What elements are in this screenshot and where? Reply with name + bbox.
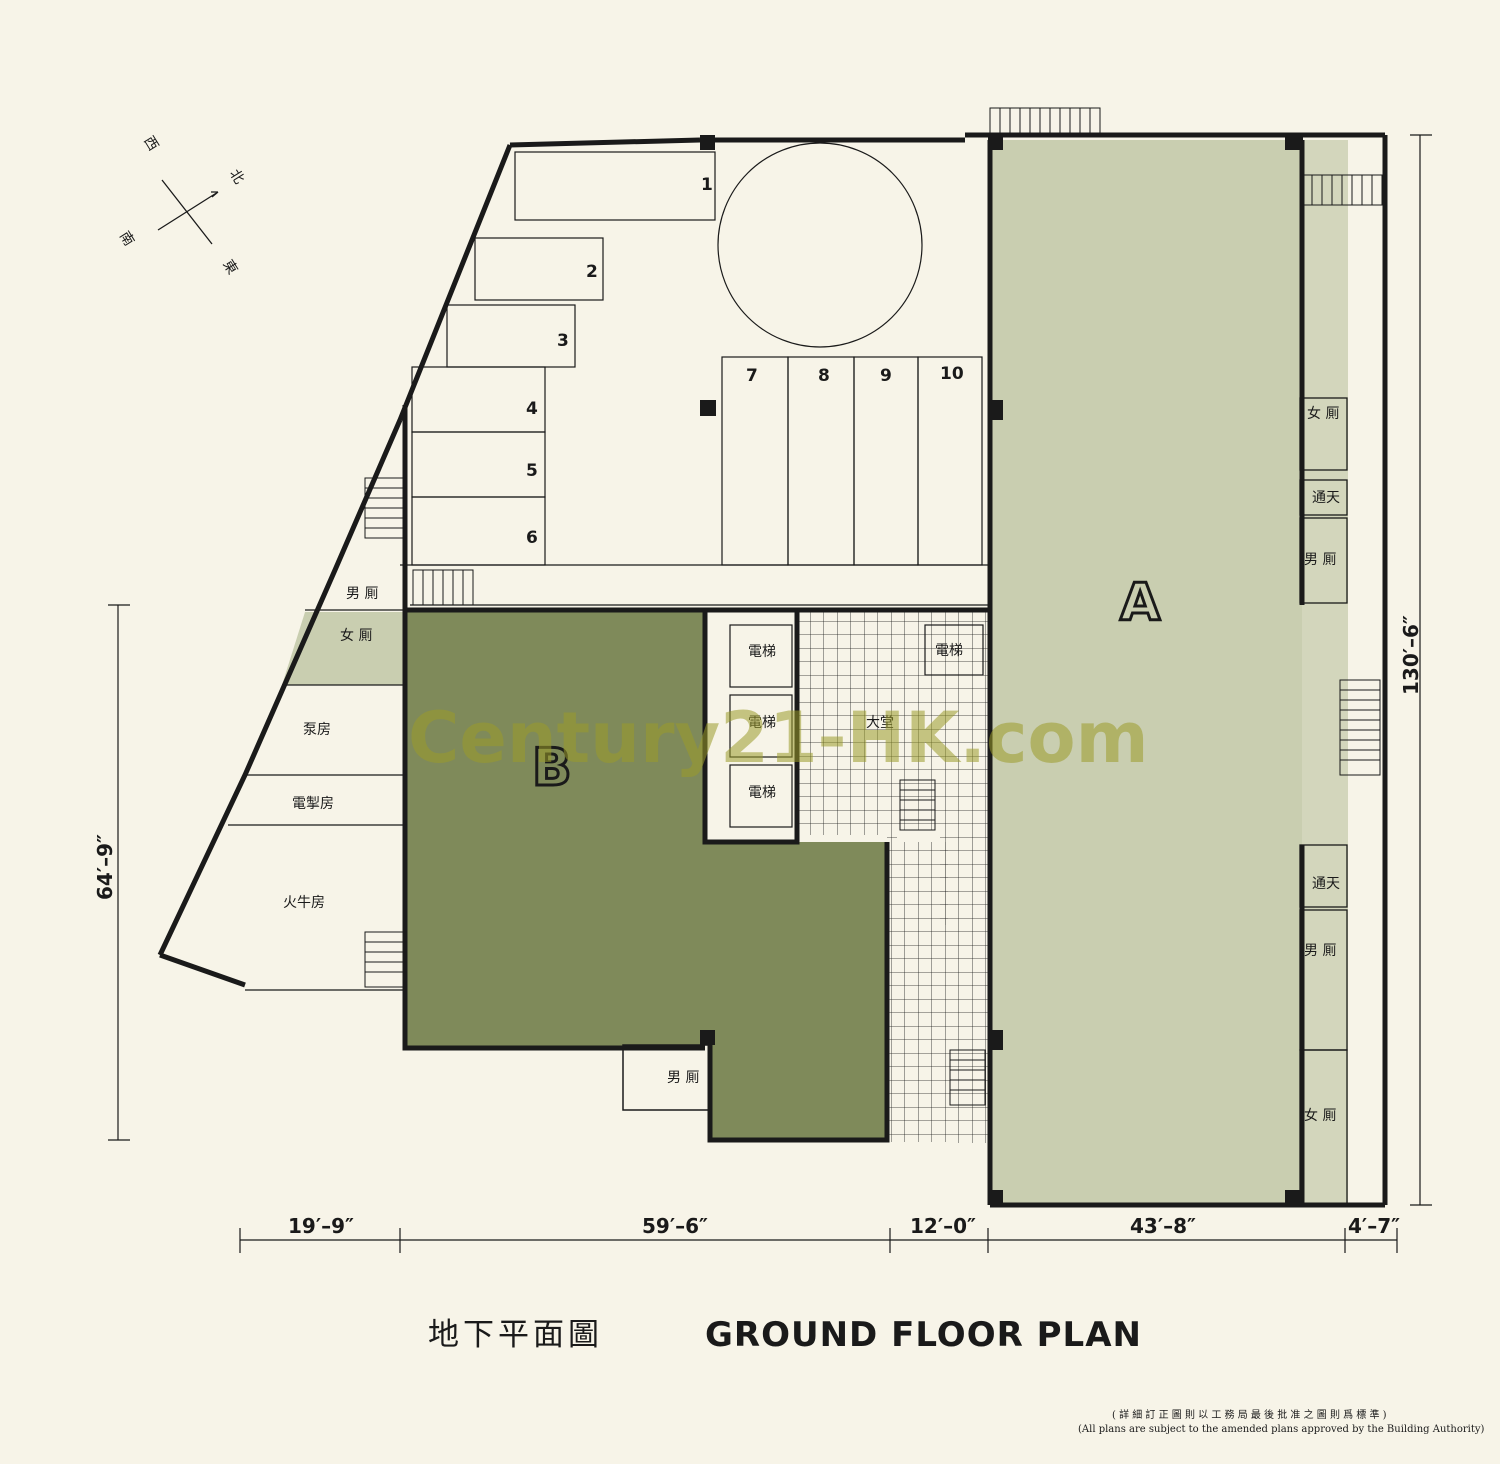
- gents-toilet-label: 男 厠: [667, 1070, 699, 1086]
- gents-toilet-label: 男 厠: [1304, 943, 1336, 959]
- parking-bays: [411, 142, 983, 566]
- unit-a-label: A: [1120, 573, 1160, 633]
- lobby-lower-tiles: [887, 842, 948, 1142]
- left-room-dividers: [228, 609, 405, 991]
- compass-east-label: 東: [219, 257, 240, 277]
- unit-a-area: [990, 140, 1302, 1205]
- parking-number: 8: [818, 366, 830, 386]
- lift-label: 電梯: [748, 785, 776, 801]
- compass-west-label: 西: [140, 133, 161, 153]
- parking-number: 7: [746, 366, 758, 386]
- stairs: [364, 107, 1383, 1106]
- dimension-label: 64′–9″: [93, 834, 117, 900]
- compass-south-label: 南: [116, 229, 137, 249]
- title-chinese: 地下平面圖: [428, 1317, 603, 1353]
- transformer-room-label: 火牛房: [283, 895, 325, 911]
- parking-number: 2: [586, 262, 598, 282]
- west-slanted-wall: [157, 144, 513, 957]
- dimension-label: 59′–6″: [642, 1214, 708, 1238]
- electrical-room-label: 電掣房: [292, 796, 334, 812]
- ladies-toilet-label: 女 厠: [1307, 405, 1339, 422]
- lobby-tiled-floor: [797, 612, 988, 1143]
- parking-number: 9: [880, 366, 892, 386]
- parking-number: 4: [526, 399, 538, 419]
- unit-b-toilet-room: [622, 1044, 711, 1111]
- lift-core-walls: [702, 607, 988, 845]
- compass: [157, 179, 219, 245]
- unit-a-service-strip: [1302, 140, 1348, 1205]
- footnote-chinese: ( 詳 細 訂 正 圖 則 以 工 務 局 最 後 批 准 之 圖 則 爲 標 …: [1112, 1408, 1387, 1421]
- ladies-toilet-left-area: [282, 612, 405, 685]
- gents-toilet-label: 男 厠: [1304, 552, 1336, 568]
- parking-number: 3: [557, 331, 569, 351]
- dimension-label: 12′–0″: [910, 1214, 976, 1238]
- lift-cars: [729, 624, 984, 828]
- driveway-lines: [400, 564, 990, 606]
- parking-number: 6: [526, 528, 538, 548]
- light-well-label: 通天: [1312, 876, 1340, 892]
- lift-label: 電梯: [748, 644, 776, 660]
- pump-room-label: 泵房: [303, 722, 331, 738]
- dimension-label: 4′–7″: [1348, 1214, 1400, 1238]
- watermark: Century21-HK.com: [408, 697, 1149, 779]
- dimension-label: 19′–9″: [288, 1214, 354, 1238]
- dimension-label: 130′–6″: [1399, 615, 1423, 695]
- parking-number: 1: [701, 175, 713, 195]
- dimension-label: 43′–8″: [1130, 1214, 1196, 1238]
- parking-number: 10: [940, 364, 964, 384]
- columns: [700, 135, 1303, 1205]
- compass-north-label: 北: [226, 167, 247, 187]
- north-wall: [509, 137, 965, 148]
- lift-label: 電梯: [748, 715, 776, 731]
- unit-a-toilet-partitions: [1299, 397, 1348, 1206]
- light-well-label: 通天: [1312, 490, 1340, 506]
- unit-b-label: B: [532, 738, 572, 798]
- left-service-walls: [159, 405, 408, 1048]
- dimension-lines: [108, 134, 1432, 1253]
- parking-number: 5: [526, 461, 538, 481]
- ladies-toilet-label: 女 厠: [1304, 1107, 1336, 1124]
- footnote-english: (All plans are subject to the amended pl…: [1078, 1424, 1485, 1435]
- ladies-toilet-label: 女 厠: [340, 627, 372, 644]
- lobby-label: 大堂: [866, 715, 894, 731]
- unit-b-area: [405, 610, 887, 1140]
- title-english: GROUND FLOOR PLAN: [705, 1315, 1142, 1355]
- lift-label: 電梯: [935, 643, 963, 659]
- gents-toilet-label: 男 厠: [346, 586, 378, 602]
